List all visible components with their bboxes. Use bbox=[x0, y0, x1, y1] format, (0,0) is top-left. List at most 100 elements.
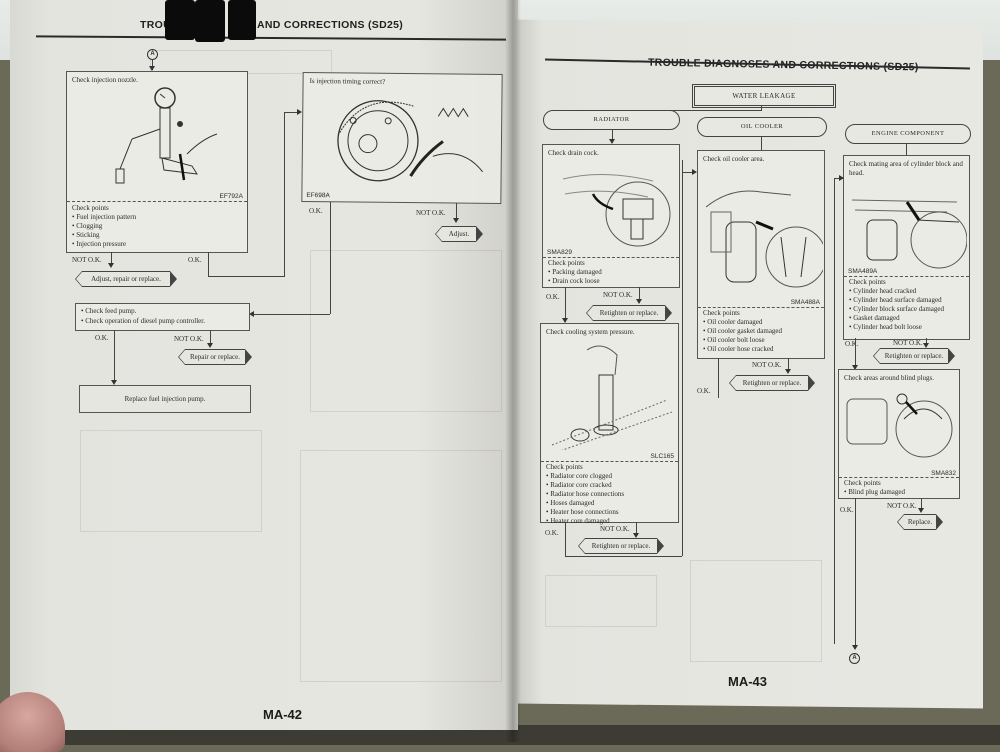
binder-clip bbox=[228, 0, 256, 40]
flow-line bbox=[788, 358, 789, 372]
flow-line bbox=[565, 556, 682, 557]
injection-nozzle-tester-illustration bbox=[115, 87, 218, 184]
figure-id: SMA832 bbox=[931, 470, 956, 477]
root-water-leakage: WATER LEAKAGE bbox=[692, 84, 836, 108]
oil-cooler-illustration bbox=[705, 190, 823, 288]
arrow-down-icon bbox=[111, 380, 117, 385]
not-ok-label: NOT O.K. bbox=[416, 209, 446, 217]
not-ok-label: NOT O.K. bbox=[893, 339, 923, 347]
ok-label: O.K. bbox=[95, 334, 109, 342]
book-spine bbox=[505, 0, 521, 742]
check-point: • Gasket damaged bbox=[849, 314, 900, 322]
category-oil-cooler: OIL COOLER bbox=[697, 117, 827, 137]
feed-pump-item: • Check feed pump. bbox=[81, 307, 137, 315]
check-points-title: Check points bbox=[844, 479, 881, 487]
check-point: • Sticking bbox=[72, 231, 100, 239]
check-point: • Heater core damaged bbox=[546, 517, 610, 525]
flow-line bbox=[636, 522, 637, 536]
not-ok-label: NOT O.K. bbox=[752, 361, 782, 369]
divider bbox=[541, 461, 678, 462]
flow-line bbox=[252, 314, 330, 315]
not-ok-label: NOT O.K. bbox=[174, 335, 204, 343]
left-page-header: TROU bbox=[140, 19, 171, 31]
bleed-through-box bbox=[300, 450, 502, 682]
arrow-down-icon bbox=[852, 645, 858, 650]
connector-a-top: A bbox=[147, 49, 158, 60]
flow-line bbox=[111, 252, 112, 266]
divider bbox=[839, 477, 959, 478]
check-point: • Fuel injection pattern bbox=[72, 213, 137, 221]
not-ok-label: NOT O.K. bbox=[887, 502, 917, 510]
flow-line bbox=[761, 136, 762, 150]
arrow-right-icon bbox=[839, 175, 844, 181]
check-points: Check points • Cylinder head cracked • C… bbox=[849, 278, 944, 332]
action-retighten-or-replace: Retighten or replace. bbox=[578, 538, 664, 554]
ok-label: O.K. bbox=[697, 387, 711, 395]
left-page-header-right: AND CORRECTIONS (SD25) bbox=[257, 19, 404, 31]
arrow-down-icon bbox=[785, 369, 791, 374]
blind-plug-illustration bbox=[846, 393, 953, 458]
flow-line bbox=[208, 276, 284, 277]
figure-id: SLC165 bbox=[650, 453, 675, 460]
arrow-down-icon bbox=[108, 263, 114, 268]
divider bbox=[844, 276, 969, 277]
check-point: • Injection pressure bbox=[72, 240, 127, 248]
check-point: • Oil cooler gasket damaged bbox=[703, 327, 783, 335]
connector-a-bottom: A bbox=[849, 653, 860, 664]
figure-id: SMA488A bbox=[790, 299, 820, 306]
step-check-cylinder-block-head: Check mating area of cylinder block and … bbox=[843, 155, 970, 340]
flow-line bbox=[921, 498, 922, 511]
cylinder-block-illustration bbox=[851, 199, 967, 269]
arrow-down-icon bbox=[633, 533, 639, 538]
check-point: • Hoses damaged bbox=[546, 499, 595, 507]
not-ok-label: NOT O.K. bbox=[600, 525, 630, 533]
action-replace: Replace. bbox=[897, 514, 943, 530]
action-retighten-or-replace: Retighten or replace. bbox=[873, 348, 955, 364]
flow-line bbox=[855, 338, 856, 368]
arrow-down-icon bbox=[636, 299, 642, 304]
check-points: Check points • Blind plug damaged bbox=[844, 479, 905, 497]
step-title: Check oil cooler area. bbox=[703, 155, 765, 163]
arrow-left-icon bbox=[249, 311, 254, 317]
injection-pump-timing-illustration bbox=[337, 100, 484, 182]
bleed-through-box bbox=[80, 430, 262, 532]
step-title: Check cooling system pressure. bbox=[546, 328, 635, 336]
flow-line bbox=[718, 358, 719, 398]
step-title: Check areas around blind plugs. bbox=[844, 374, 935, 382]
step-title: Check drain cock. bbox=[548, 149, 599, 157]
check-points-title: Check points bbox=[849, 278, 886, 286]
divider bbox=[67, 201, 247, 202]
check-points: Check points • Fuel injection pattern • … bbox=[72, 204, 136, 249]
check-points-title: Check points bbox=[703, 309, 740, 317]
ok-label: O.K. bbox=[845, 340, 859, 348]
check-point: • Oil cooler hose cracked bbox=[703, 345, 774, 353]
final-step-replace-pump: Replace fuel injection pump. bbox=[79, 385, 251, 413]
check-points: Check points • Oil cooler damaged • Oil … bbox=[703, 309, 782, 354]
step-injection-timing: Is injection timing correct? EF698A bbox=[301, 71, 503, 205]
check-point: • Radiator core cracked bbox=[546, 481, 612, 489]
check-point: • Blind plug damaged bbox=[844, 488, 905, 496]
check-point: • Packing damaged bbox=[548, 268, 602, 276]
page-number-right: MA-43 bbox=[728, 674, 768, 689]
check-point: • Oil cooler bolt loose bbox=[703, 336, 765, 344]
category-radiator: RADIATOR bbox=[543, 110, 680, 130]
check-point: • Radiator core clogged bbox=[546, 472, 613, 480]
not-ok-label: NOT O.K. bbox=[72, 256, 102, 264]
flow-line bbox=[834, 178, 843, 179]
ok-label: O.K. bbox=[545, 529, 559, 537]
arrow-down-icon bbox=[562, 318, 568, 323]
step-check-blind-plugs: Check areas around blind plugs. SMA832 C… bbox=[838, 369, 960, 499]
bleed-through-box bbox=[310, 250, 502, 412]
action-retighten-or-replace: Retighten or replace. bbox=[729, 375, 815, 391]
arrow-down-icon bbox=[918, 508, 924, 513]
check-point: • Oil cooler damaged bbox=[703, 318, 763, 326]
flow-line bbox=[906, 143, 907, 155]
check-points-title: Check points bbox=[548, 259, 585, 267]
check-point: • Clogging bbox=[72, 222, 103, 230]
check-points: Check points • Packing damaged • Drain c… bbox=[548, 259, 602, 286]
ok-label: O.K. bbox=[188, 256, 202, 264]
not-ok-label: NOT O.K. bbox=[603, 291, 633, 299]
step-check-drain-cock: Check drain cock. SMA829 Check points • … bbox=[542, 144, 680, 288]
binder-clip bbox=[195, 0, 225, 42]
divider bbox=[698, 307, 824, 308]
